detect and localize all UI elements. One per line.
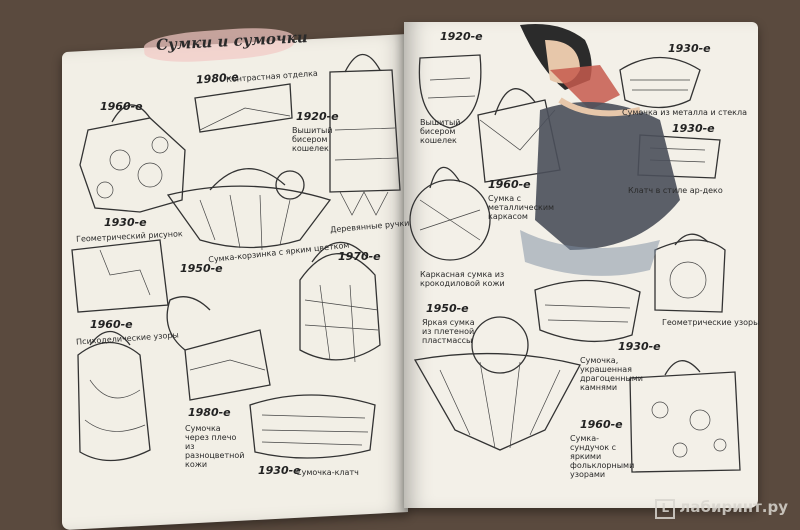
bag-1950-woven-plastic — [413, 316, 581, 451]
year-label: 1960-е — [100, 100, 143, 113]
year-label: 1930-е — [258, 464, 301, 477]
bag-1930-metal-glass — [619, 56, 701, 109]
watermark-logo: L — [655, 499, 676, 519]
caption: Сумка-сундучок с яркими фольклорными узо… — [570, 434, 635, 479]
year-label: 1950-е — [426, 302, 469, 315]
year-label: 1930-е — [618, 340, 661, 353]
caption: Вышитый бисером кошелек — [420, 118, 461, 145]
bag-1970-wood-handle — [299, 241, 381, 363]
bag-1980-shoulder — [166, 296, 271, 401]
year-label: 1920-е — [296, 110, 339, 123]
bag-1930-geometric — [71, 239, 169, 313]
year-label: 1960-е — [488, 178, 531, 191]
bag-croc-frame — [534, 279, 641, 343]
year-label: 1970-е — [338, 250, 381, 263]
caption: Яркая сумка из плетеной пластмассы — [422, 318, 475, 345]
year-label: 1920-е — [440, 30, 483, 43]
bag-1960-psychedelic — [77, 330, 151, 462]
bag-1950-basket — [166, 168, 332, 251]
fashion-model-illustration — [520, 24, 680, 276]
bag-1920-beaded-right — [418, 54, 482, 129]
caption: Сумочка из металла и стекла — [622, 108, 748, 117]
bag-1930-clutch — [249, 394, 376, 459]
bag-geometric-right — [654, 233, 726, 313]
caption: Вышитый бисером кошелек — [292, 126, 333, 153]
caption: Сумочка, украшенная драгоценными камнями — [580, 356, 643, 392]
caption: Геометрические узоры — [662, 318, 760, 327]
caption: Сумка с металлическим каркасом — [488, 194, 555, 221]
bag-1960-trunk — [629, 360, 741, 473]
year-label: 1930-е — [104, 216, 147, 229]
bag-1960-floral — [79, 104, 186, 213]
caption: Каркасная сумка из крокодиловой кожи — [420, 270, 505, 288]
year-label: 1960-е — [580, 418, 623, 431]
bag-1980-contrast — [194, 83, 293, 133]
caption: Клатч в стиле ар-деко — [628, 186, 723, 195]
caption: Сумочка через плечо из разноцветной кожи — [185, 424, 245, 469]
bag-1960-round-frame — [409, 166, 491, 261]
year-label: 1930-е — [668, 42, 711, 55]
year-label: 1960-е — [90, 318, 133, 331]
watermark-text: лабиринт.ру — [679, 498, 788, 516]
year-label: 1950-е — [180, 262, 223, 275]
year-label: 1980-е — [188, 406, 231, 419]
bag-1920-beaded — [329, 53, 401, 216]
caption: Сумочка-клатч — [296, 468, 359, 477]
year-label: 1930-е — [672, 122, 715, 135]
